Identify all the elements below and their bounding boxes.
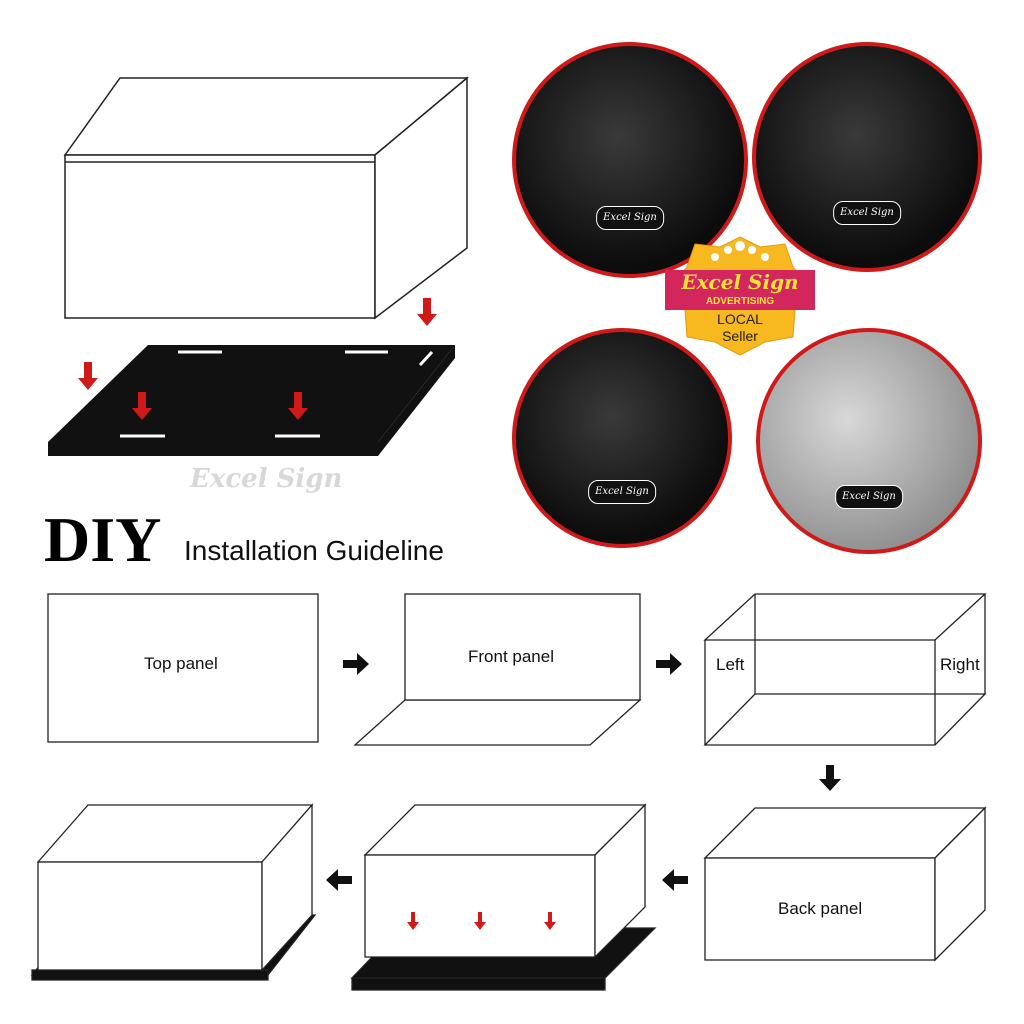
watermark: Excel Sign (190, 464, 343, 494)
badge-local: LOCAL (717, 311, 763, 327)
title-subtitle: Installation Guideline (184, 535, 444, 566)
photo-assembled-corner: Excel Sign (756, 328, 982, 554)
badge-brand: Excel Sign (681, 270, 799, 294)
photo-logo: Excel Sign (835, 484, 903, 509)
label-front-panel: Front panel (468, 647, 554, 666)
photo-corner-brackets: Excel Sign (512, 42, 748, 278)
label-right: Right (940, 655, 980, 674)
step-attach-base (350, 803, 657, 991)
label-top-panel: Top panel (144, 654, 218, 673)
photo-finger-tighten: Excel Sign (512, 328, 732, 548)
step-arrows (326, 653, 841, 891)
title-diy: DIY (44, 504, 162, 575)
red-down-arrows (78, 298, 437, 420)
step-back-panel (703, 806, 987, 962)
photo-bracket-screw: Excel Sign (752, 42, 982, 272)
step-finished (30, 803, 317, 981)
step-front-panel (353, 593, 642, 746)
badge-seller: Seller (722, 328, 758, 344)
black-base-plate (48, 345, 455, 456)
label-back-panel: Back panel (778, 899, 863, 918)
label-left: Left (716, 655, 745, 674)
step-left-right-panels (703, 593, 987, 746)
photo-logo: Excel Sign (833, 201, 901, 226)
local-seller-badge: Excel Sign ADVERTISING LOCAL Seller (665, 232, 815, 357)
photo-logo: Excel Sign (596, 205, 664, 230)
photo-logo: Excel Sign (588, 480, 656, 505)
display-case-illustration (63, 76, 470, 320)
step-top-panel (47, 593, 319, 743)
badge-subtitle: ADVERTISING (705, 296, 775, 307)
